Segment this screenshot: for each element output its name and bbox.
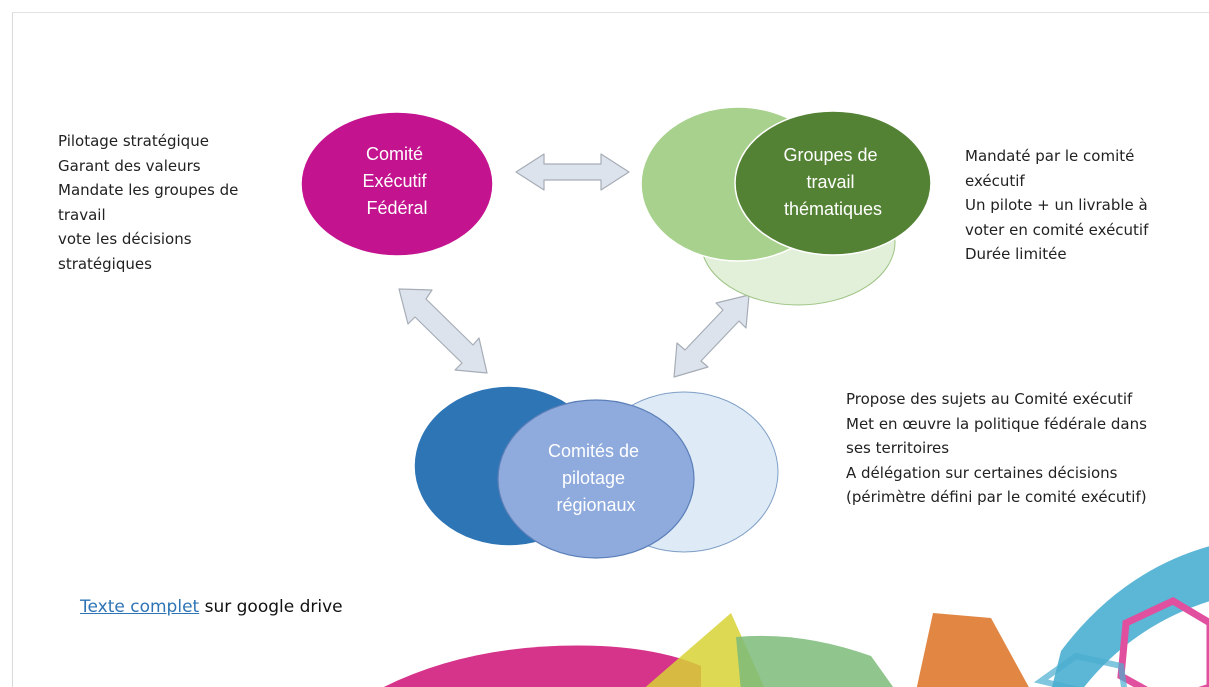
description-line: Durée limitée xyxy=(965,245,1067,263)
description-line: exécutif xyxy=(965,171,1025,190)
double-arrow-right-diagonal xyxy=(673,294,750,378)
org-diagram: Comité Exécutif Fédéral Groupes de trava… xyxy=(300,106,1209,687)
description-line: voter en comité exécutif xyxy=(965,220,1149,239)
slide: Comité Exécutif Fédéral Groupes de trava… xyxy=(12,12,1209,687)
regional-committees-ellipse[interactable] xyxy=(497,399,695,559)
full-text-link[interactable]: Texte complet xyxy=(80,597,200,617)
double-arrow-left-diagonal xyxy=(398,288,488,374)
description-line: A délégation sur certaines décisions xyxy=(846,463,1118,482)
description-line: Garant des valeurs xyxy=(58,156,201,175)
regional-committees-label: Comités de pilotage régionaux xyxy=(548,441,644,515)
double-arrow-horizontal xyxy=(515,153,630,191)
federal-committee-label: Comité Exécutif Fédéral xyxy=(362,144,431,218)
description-line: stratégiques xyxy=(58,254,152,273)
description-line: travail xyxy=(58,205,106,224)
decor-orange-wedge xyxy=(916,613,1029,687)
decor-yellow-wedge xyxy=(645,613,765,687)
description-line: Mandaté par le comité xyxy=(965,147,1135,165)
federal-committee-description: Pilotage stratégique Garant des valeurs … xyxy=(58,129,238,276)
footer-text: Texte complet sur google drive xyxy=(80,597,343,617)
decor-green-arc xyxy=(736,635,894,687)
description-line: Un pilote + un livrable à xyxy=(965,196,1148,214)
description-line: Mandate les groupes de xyxy=(58,181,239,199)
working-groups-description: Mandaté par le comité exécutif Un pilote… xyxy=(965,144,1148,267)
footer-rest-text: sur google drive xyxy=(199,597,343,617)
description-line: (périmètre défini par le comité exécutif… xyxy=(846,488,1147,506)
regional-committees-description: Propose des sujets au Comité exécutif Me… xyxy=(846,387,1147,510)
description-line: vote les décisions xyxy=(58,230,192,248)
description-line: ses territoires xyxy=(846,439,950,457)
description-line: Met en œuvre la politique fédérale dans xyxy=(846,414,1147,433)
working-groups-ellipse[interactable] xyxy=(734,110,932,256)
working-groups-label: Groupes de travail thématiques xyxy=(783,145,882,219)
description-line: Propose des sujets au Comité exécutif xyxy=(846,390,1133,408)
decorative-shapes xyxy=(383,546,1209,687)
federal-committee-ellipse[interactable] xyxy=(300,111,494,257)
description-line: Pilotage stratégique xyxy=(58,132,209,150)
decor-hexagon-outline-2 xyxy=(1033,652,1128,687)
decor-pink-arc xyxy=(383,645,701,687)
decor-blue-arc xyxy=(1052,546,1209,687)
